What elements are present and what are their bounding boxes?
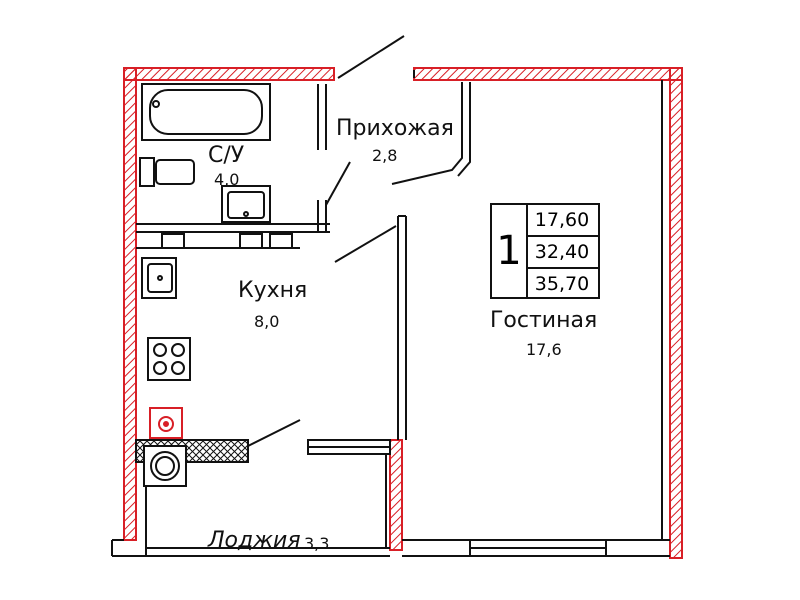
wall-loggia-divider [389, 439, 403, 551]
bathroom-name: С/У [208, 143, 245, 168]
loggia-area: 3,3 [304, 534, 330, 553]
boiler-icon [149, 407, 183, 439]
kitchen-sink-icon [141, 257, 177, 299]
wall-right [669, 67, 683, 559]
wall-top-right [413, 67, 683, 81]
interior-lines [111, 35, 670, 557]
hallway-area: 2,8 [372, 146, 398, 165]
bathroom-area: 4,0 [214, 170, 240, 189]
wall-top-left [123, 67, 335, 81]
washing-machine-icon [143, 445, 187, 487]
kitchen-area: 8,0 [254, 312, 280, 331]
living-area-value: 17,60 [526, 205, 598, 237]
bathtub-icon [141, 83, 271, 141]
total-area-value: 32,40 [526, 237, 598, 269]
rooms-count: 1 [492, 205, 528, 297]
living-room-name: Гостиная [490, 308, 598, 333]
exterior-walls [123, 67, 683, 559]
area-summary-table: 1 17,60 32,40 35,70 [490, 203, 600, 299]
wall-left [123, 67, 137, 541]
loggia-name: Лоджия [208, 528, 301, 553]
sink-icon [221, 185, 271, 223]
kitchen-name: Кухня [238, 278, 308, 303]
total-with-loggia-value: 35,70 [534, 273, 590, 295]
living-room-area: 17,6 [526, 340, 562, 359]
hallway-name: Прихожая [336, 116, 454, 141]
toilet-icon [139, 157, 195, 187]
stove-icon [147, 337, 191, 381]
